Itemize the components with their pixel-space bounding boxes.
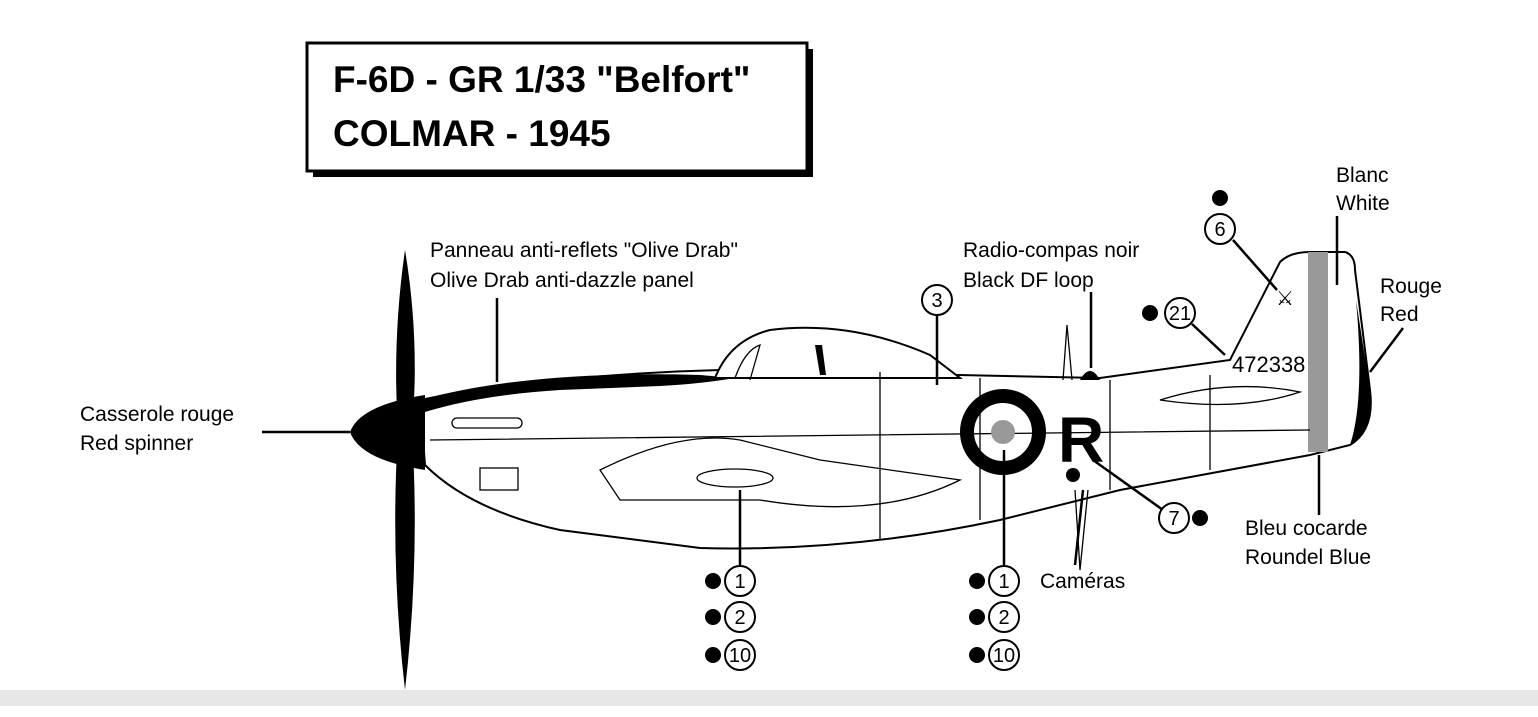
radio-label-en: Black DF loop: [963, 269, 1094, 292]
serial-number: 472338: [1232, 352, 1305, 377]
title-box: F-6D - GR 1/33 "Belfort" COLMAR - 1945: [305, 41, 813, 177]
svg-text:1: 1: [734, 571, 745, 593]
fuselage-callouts: 1 2 10: [969, 565, 1020, 671]
svg-text:6: 6: [1214, 219, 1225, 241]
svg-text:2: 2: [734, 607, 745, 629]
white-label-en: White: [1336, 192, 1390, 215]
svg-text:10: 10: [993, 645, 1015, 667]
svg-text:21: 21: [1169, 303, 1191, 325]
svg-text:2: 2: [998, 607, 1009, 629]
svg-text:1: 1: [998, 571, 1009, 593]
spinner-label-fr: Casserole rouge: [80, 403, 234, 426]
panel-label-fr: Panneau anti-reflets "Olive Drab": [430, 239, 738, 262]
callout-6: 6: [1204, 190, 1236, 245]
red-label-en: Red: [1380, 303, 1419, 326]
title-line-2: COLMAR - 1945: [333, 113, 611, 154]
code-letter: R: [1058, 404, 1104, 476]
leader-lines: [262, 216, 1404, 566]
squadron-axe-insignia: ⚔: [1276, 288, 1294, 310]
callout-3: 3: [921, 284, 953, 316]
spinner-label-en: Red spinner: [80, 432, 193, 455]
svg-text:10: 10: [729, 645, 751, 667]
svg-text:3: 3: [931, 290, 942, 312]
svg-text:7: 7: [1168, 508, 1179, 530]
callout-7: 7: [1158, 502, 1208, 534]
rudder-red: [1350, 300, 1371, 445]
white-label-fr: Blanc: [1336, 164, 1389, 187]
blue-label-fr: Bleu cocarde: [1245, 517, 1368, 540]
panel-label-en: Olive Drab anti-dazzle panel: [430, 269, 694, 292]
red-label-fr: Rouge: [1380, 275, 1442, 298]
cameras-label: Caméras: [1040, 570, 1125, 593]
olive-drab-panel: [420, 374, 735, 412]
scan-noise-band: [0, 690, 1538, 706]
aircraft-side-view: R 472338 ⚔: [350, 250, 1372, 690]
callout-21: 21: [1142, 297, 1196, 329]
blue-label-en: Roundel Blue: [1245, 546, 1371, 569]
title-line-1: F-6D - GR 1/33 "Belfort": [333, 59, 750, 100]
tail-blue-band: [1308, 252, 1328, 452]
propeller: [395, 250, 415, 690]
radio-label-fr: Radio-compas noir: [963, 239, 1139, 262]
wing-callouts: 1 2 10: [705, 565, 756, 671]
